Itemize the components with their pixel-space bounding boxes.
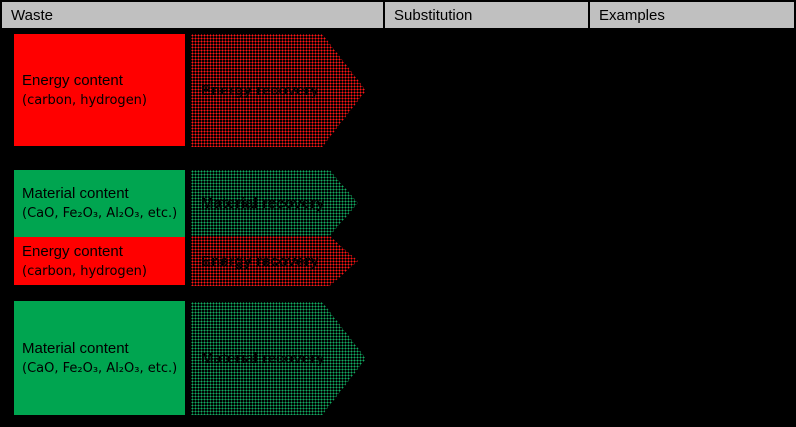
- arrow-label: Energy recovery: [201, 252, 319, 270]
- box-subtitle: (carbon, hydrogen): [22, 263, 147, 279]
- arrow-energy-recovery-1: Energy recovery: [191, 34, 366, 147]
- box-title: Energy content: [22, 242, 123, 260]
- box-title: Material content: [22, 185, 129, 203]
- column-header-examples: Examples: [590, 2, 794, 28]
- box-subtitle: (carbon, hydrogen): [22, 92, 147, 108]
- box-subtitle: (CaO, Fe₂O₃, Al₂O₃, etc.): [22, 206, 178, 222]
- arrow-material-recovery-1: Material recovery: [191, 170, 358, 236]
- waste-box-energy-content-2: Energy content (carbon, hydrogen): [14, 237, 185, 285]
- arrow-label: Material recovery: [201, 194, 325, 212]
- waste-box-material-content-2: Material content (CaO, Fe₂O₃, Al₂O₃, etc…: [14, 301, 185, 415]
- box-title: Energy content: [22, 71, 123, 89]
- arrow-energy-recovery-2: Energy recovery: [191, 236, 358, 286]
- arrow-label: Material recovery: [201, 350, 325, 367]
- waste-box-material-content-1: Material content (CaO, Fe₂O₃, Al₂O₃, etc…: [14, 170, 185, 237]
- table-header-row: Waste Substitution Examples: [0, 0, 796, 30]
- box-title: Material content: [22, 339, 129, 357]
- arrow-material-recovery-2: Material recovery: [191, 302, 366, 415]
- column-header-waste: Waste: [2, 2, 385, 28]
- box-subtitle: (CaO, Fe₂O₃, Al₂O₃, etc.): [22, 360, 178, 376]
- column-header-substitution: Substitution: [385, 2, 590, 28]
- waste-box-energy-content-1: Energy content (carbon, hydrogen): [14, 34, 185, 146]
- arrow-label: Energy recovery: [201, 82, 319, 99]
